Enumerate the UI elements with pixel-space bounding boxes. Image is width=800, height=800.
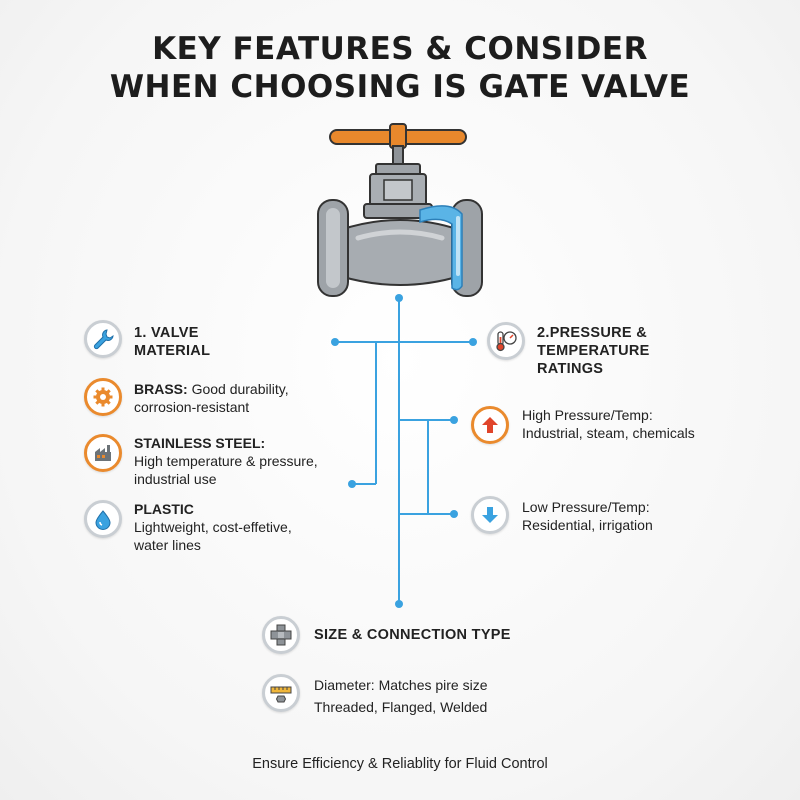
stainless-line-1: High temperature & pressure, xyxy=(134,453,318,469)
low-pressure-line-2: Residential, irrigation xyxy=(522,517,653,533)
size-line-2: Threaded, Flanged, Welded xyxy=(314,699,488,715)
material-heading-line-2: MATERIAL xyxy=(134,343,211,359)
water-drop-icon xyxy=(84,500,122,538)
stainless-label: STAINLESS STEEL: xyxy=(134,435,266,451)
plastic-line-2: water lines xyxy=(134,537,201,553)
gate-valve-illustration xyxy=(317,123,483,297)
material-heading: 1. VALVE MATERIAL xyxy=(134,324,210,360)
material-item-stainless: STAINLESS STEEL: High temperature & pres… xyxy=(134,434,318,488)
pressure-heading-line-1: 2.PRESSURE & xyxy=(537,325,647,341)
plastic-line-1: Lightweight, cost-effetive, xyxy=(134,519,292,535)
footer-tagline: Ensure Efficiency & Reliablity for Fluid… xyxy=(252,756,548,772)
high-pressure-line-1: High Pressure/Temp: xyxy=(522,407,653,423)
arrow-down-icon xyxy=(471,496,509,534)
high-pressure-line-2: Industrial, steam, chemicals xyxy=(522,425,695,441)
material-item-plastic: PLASTIC Lightweight, cost-effetive, wate… xyxy=(134,500,292,554)
gear-icon xyxy=(84,378,122,416)
pressure-heading: 2.PRESSURE & TEMPERATURE RATINGS xyxy=(537,324,650,378)
material-heading-line-1: 1. VALVE xyxy=(134,325,199,341)
pressure-heading-line-2: TEMPERATURE xyxy=(537,343,650,359)
brass-label: BRASS: xyxy=(134,381,188,397)
pressure-item-high: High Pressure/Temp: Industrial, steam, c… xyxy=(522,406,695,442)
size-details: Diameter: Matches pire size Threaded, Fl… xyxy=(314,674,488,718)
plastic-label: PLASTIC xyxy=(134,501,194,517)
pressure-heading-line-3: RATINGS xyxy=(537,361,604,377)
arrow-up-icon xyxy=(471,406,509,444)
pressure-item-low: Low Pressure/Temp: Residential, irrigati… xyxy=(522,498,653,534)
pipe-fitting-icon xyxy=(262,616,300,654)
size-line-1: Diameter: Matches pire size xyxy=(314,677,488,693)
title-line-2: WHEN CHOOSING IS GATE VALVE xyxy=(109,69,691,105)
ruler-bolt-icon xyxy=(262,674,300,712)
title-line-1: KEY FEATURES & CONSIDER xyxy=(152,31,648,67)
brass-line-2: corrosion-resistant xyxy=(134,399,250,415)
thermometer-gauge-icon xyxy=(487,322,525,360)
stainless-line-2: industrial use xyxy=(134,471,217,487)
material-item-brass: BRASS: Good durability, corrosion-resist… xyxy=(134,380,289,416)
size-heading: SIZE & CONNECTION TYPE xyxy=(314,627,511,643)
factory-icon xyxy=(84,434,122,472)
brass-line-1: Good durability, xyxy=(191,381,289,397)
wrench-icon xyxy=(84,320,122,358)
low-pressure-line-1: Low Pressure/Temp: xyxy=(522,499,650,515)
page-title: KEY FEATURES & CONSIDER WHEN CHOOSING IS… xyxy=(0,30,800,106)
